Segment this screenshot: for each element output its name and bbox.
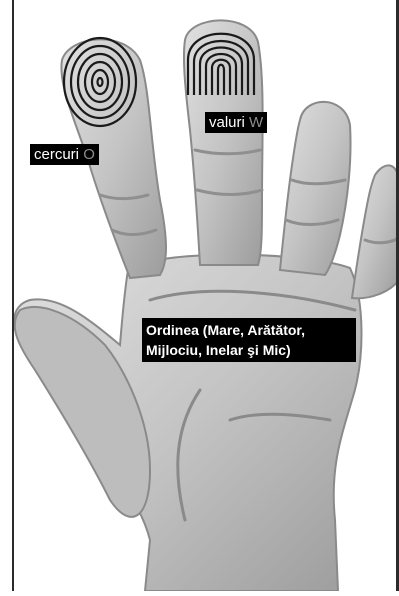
- little-finger: [352, 165, 399, 298]
- middle-finger: [184, 20, 263, 265]
- finger-order-label: Ordinea (Mare, Arătător, Mijlociu, Inela…: [142, 318, 356, 362]
- waves-label-letter: W: [249, 114, 263, 131]
- waves-label-word: valuri: [209, 114, 245, 131]
- circles-label: cercuri O: [30, 144, 99, 165]
- circles-label-letter: O: [83, 146, 95, 163]
- ring-finger: [280, 102, 351, 275]
- left-border: [12, 0, 14, 591]
- waves-label: valuri W: [205, 112, 267, 133]
- circles-label-word: cercuri: [34, 146, 79, 163]
